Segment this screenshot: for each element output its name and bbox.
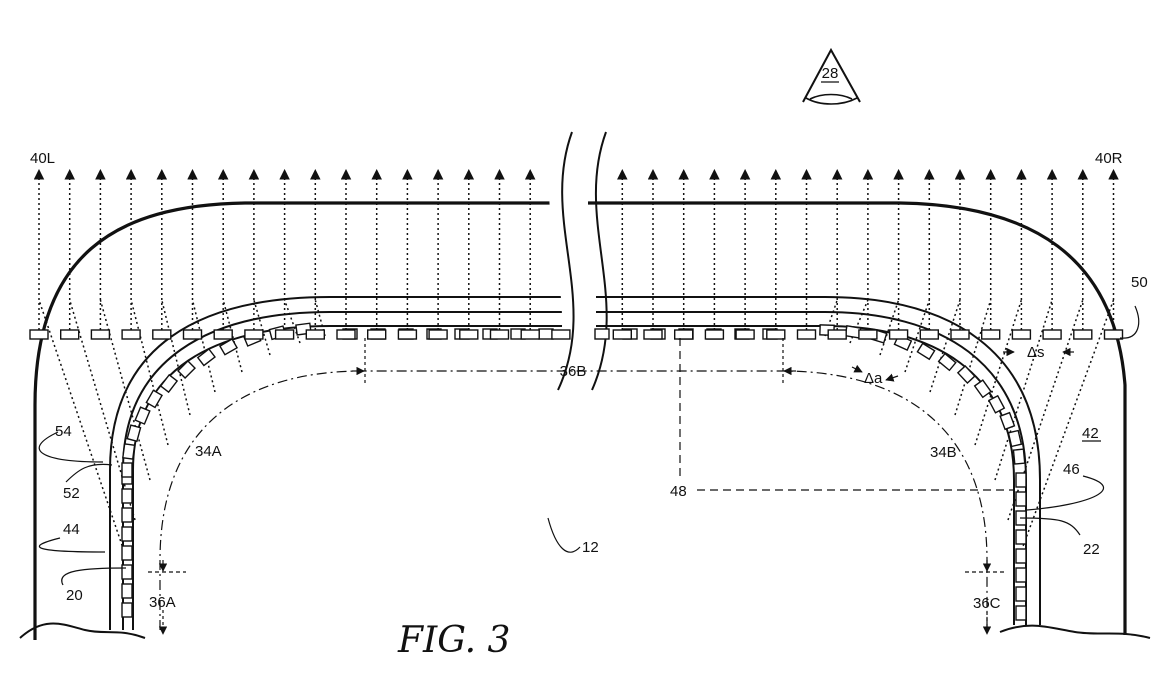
display-pixel	[989, 396, 1004, 413]
label-ref-54: 54	[55, 423, 72, 440]
display-pixel	[122, 603, 132, 617]
display-pixel	[1016, 492, 1026, 506]
lens-element	[767, 330, 785, 339]
lens-element	[153, 330, 171, 339]
label-ref-22: 22	[1083, 541, 1100, 558]
lens-element	[920, 330, 938, 339]
display-pixel	[1016, 587, 1026, 601]
lens-element	[736, 330, 754, 339]
label-curve-right: 34B	[930, 444, 957, 461]
label-segment-left-bottom: 36A	[149, 594, 176, 611]
label-ref-44: 44	[63, 521, 80, 538]
label-lens-layer: 50	[1131, 274, 1148, 291]
pixel-boundary-curve	[160, 371, 987, 630]
label-ref-52: 52	[63, 485, 80, 502]
label-delta-s: Δs	[1027, 344, 1045, 361]
display-pixel	[127, 425, 140, 441]
lens-element	[828, 330, 846, 339]
lens-element	[1012, 330, 1030, 339]
lens-element	[705, 330, 723, 339]
ray-segment	[193, 300, 216, 392]
display-pixel	[958, 366, 975, 383]
label-axis: 48	[670, 483, 687, 500]
lens-element	[552, 330, 570, 339]
lens-element	[951, 330, 969, 339]
label-ref-46: 46	[1063, 461, 1080, 478]
label-cover: 42	[1082, 425, 1099, 442]
figure-caption: FIG. 3	[397, 620, 510, 661]
lens-element	[306, 330, 324, 339]
lens-element	[859, 330, 877, 339]
lens-element	[521, 330, 539, 339]
display-pixel	[1013, 449, 1024, 464]
display-pixel	[1016, 473, 1026, 487]
lens-element	[491, 330, 509, 339]
display-pixel	[1016, 530, 1026, 544]
display-pixel	[122, 489, 132, 503]
lens-element	[245, 330, 263, 339]
display-pixel	[122, 508, 132, 522]
display-pixel	[198, 349, 215, 365]
lens-element	[644, 330, 662, 339]
label-segment-top: 36B	[560, 363, 587, 380]
display-pixel	[123, 444, 135, 459]
display-pixel	[1016, 606, 1026, 620]
display-pixel	[122, 463, 132, 477]
display-pixel	[939, 354, 956, 371]
label-delta-a: Δa	[864, 370, 883, 387]
display-pixel	[122, 584, 132, 598]
display-pixel	[595, 329, 609, 339]
ray-segment	[162, 300, 190, 415]
lens-element	[61, 330, 79, 339]
label-device: 12	[582, 539, 599, 556]
lens-element	[613, 330, 631, 339]
lens-element	[398, 330, 416, 339]
display-pixel	[161, 375, 177, 392]
lens-element	[982, 330, 1000, 339]
axis-48	[680, 338, 1015, 490]
display-pixel	[122, 546, 132, 560]
ray-segment	[254, 300, 270, 355]
lens-element	[798, 330, 816, 339]
display-pixel	[122, 565, 132, 579]
lens-element	[675, 330, 693, 339]
label-viewer: 28	[822, 65, 839, 82]
ray-segment	[975, 300, 1021, 445]
ray-segment	[1018, 300, 1114, 560]
display-pixel	[1000, 413, 1014, 430]
lens-element	[122, 330, 140, 339]
label-ray-right: 40R	[1095, 150, 1123, 167]
display-pixel	[1016, 549, 1026, 563]
lens-element	[91, 330, 109, 339]
label-segment-right-bottom: 36C	[973, 595, 1001, 612]
display-pixel	[122, 527, 132, 541]
display-pixel	[1008, 431, 1021, 447]
break-lines	[558, 132, 607, 390]
lens-element	[1074, 330, 1092, 339]
lens-element	[276, 330, 294, 339]
lens-element	[429, 330, 447, 339]
display-pixel	[1016, 568, 1026, 582]
lens-element	[337, 330, 355, 339]
lens-element	[890, 330, 908, 339]
lens-element	[368, 330, 386, 339]
display-pixel	[975, 380, 991, 397]
lens-element	[30, 330, 48, 339]
lens-element	[184, 330, 202, 339]
ray-segment	[880, 300, 899, 355]
lens-element	[1105, 330, 1123, 339]
lens-element	[1043, 330, 1061, 339]
cut-edges	[20, 623, 1150, 638]
label-ray-left: 40L	[30, 150, 55, 167]
ray-segment	[955, 300, 991, 415]
label-curve-left: 34A	[195, 443, 222, 460]
display-pixel	[135, 407, 150, 424]
lens-element	[460, 330, 478, 339]
lens-element	[214, 330, 232, 339]
label-ref-20: 20	[66, 587, 83, 604]
display-pixel	[539, 329, 553, 339]
